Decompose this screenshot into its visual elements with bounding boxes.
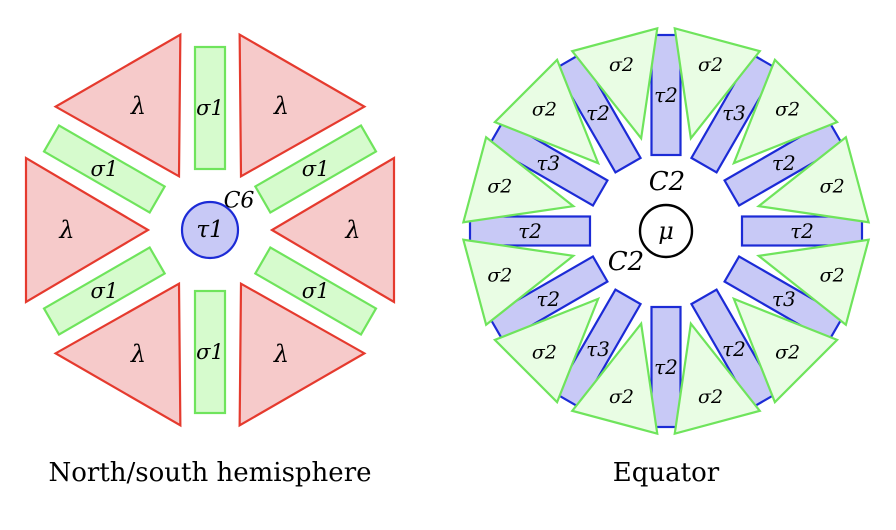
tau1-circle bbox=[180, 200, 240, 260]
sigma2-label: σ2 bbox=[487, 175, 512, 197]
c2-axis-label-left: C2 bbox=[608, 247, 644, 277]
lambda-triangle bbox=[53, 32, 182, 179]
tau-label: τ2 bbox=[586, 101, 610, 125]
sigma2-label: σ2 bbox=[609, 54, 634, 76]
sigma1-bar bbox=[42, 246, 167, 336]
lambda-label: λ bbox=[273, 340, 289, 368]
lambda-triangle bbox=[238, 32, 367, 179]
sigma2-triangle bbox=[570, 26, 659, 141]
sigma2-label: σ2 bbox=[820, 265, 845, 287]
tau-bar bbox=[689, 52, 779, 174]
lambda-triangle bbox=[24, 156, 151, 304]
sigma2-triangle bbox=[492, 296, 601, 405]
tau-label: τ2 bbox=[790, 219, 814, 243]
sigma2-triangle bbox=[731, 296, 840, 405]
sigma1-bar bbox=[253, 246, 378, 336]
lambda-triangle bbox=[269, 156, 396, 304]
tau-bar bbox=[740, 215, 864, 247]
sigma2-label: σ2 bbox=[775, 342, 800, 364]
lambda-triangle bbox=[238, 281, 367, 428]
right-caption: Equator bbox=[613, 458, 720, 488]
c6-axis-label: C6 bbox=[224, 189, 255, 214]
lambda-label: λ bbox=[344, 216, 360, 244]
tau-label: τ3 bbox=[722, 101, 746, 125]
sigma1-bar bbox=[193, 45, 227, 171]
mu-label: μ bbox=[658, 217, 674, 245]
sigma2-triangle bbox=[461, 238, 576, 327]
sigma1-label: σ1 bbox=[302, 157, 330, 181]
sigma1-bar bbox=[253, 124, 378, 214]
sigma2-triangle bbox=[492, 57, 601, 166]
tau-bar bbox=[723, 118, 845, 208]
tau1-label: τ1 bbox=[196, 217, 223, 243]
lambda-label: λ bbox=[273, 92, 289, 120]
tau-label: τ2 bbox=[518, 219, 542, 243]
sigma2-triangle bbox=[731, 57, 840, 166]
sigma2-triangle bbox=[461, 135, 576, 224]
sigma2-label: σ2 bbox=[487, 265, 512, 287]
tau-bar bbox=[487, 118, 609, 208]
sigma2-triangle bbox=[570, 321, 659, 436]
sigma2-label: σ2 bbox=[698, 54, 723, 76]
sigma2-label: σ2 bbox=[532, 98, 557, 120]
c2-axis-label-top: C2 bbox=[649, 167, 685, 197]
lambda-label: λ bbox=[58, 216, 74, 244]
sigma2-triangle bbox=[673, 26, 762, 141]
sigma1-bar bbox=[193, 289, 227, 415]
tau-bar bbox=[650, 305, 682, 429]
tau-bar bbox=[689, 288, 779, 410]
tau-label: τ3 bbox=[586, 337, 610, 361]
tau-label: τ2 bbox=[536, 287, 560, 311]
sigma1-label: σ1 bbox=[196, 96, 224, 120]
sigma1-label: σ1 bbox=[90, 157, 118, 181]
sigma1-label: σ1 bbox=[90, 279, 118, 303]
tau-bar bbox=[468, 215, 592, 247]
sigma2-label: σ2 bbox=[820, 175, 845, 197]
sigma2-label: σ2 bbox=[532, 342, 557, 364]
tau-label: τ2 bbox=[772, 151, 796, 175]
sigma1-label: σ1 bbox=[302, 279, 330, 303]
lambda-label: λ bbox=[130, 340, 146, 368]
tau-bar bbox=[723, 254, 845, 344]
left-caption: North/south hemisphere bbox=[48, 458, 371, 488]
sigma2-triangle bbox=[756, 238, 871, 327]
sigma2-triangle bbox=[756, 135, 871, 224]
sigma1-bar bbox=[42, 124, 167, 214]
mu-circle bbox=[638, 203, 694, 259]
lambda-label: λ bbox=[130, 92, 146, 120]
tau-bar bbox=[487, 254, 609, 344]
sigma2-label: σ2 bbox=[775, 98, 800, 120]
tau-label: τ2 bbox=[654, 355, 678, 379]
tau-bar bbox=[650, 33, 682, 157]
tau-label: τ3 bbox=[772, 287, 796, 311]
tau-label: τ2 bbox=[654, 83, 678, 107]
tau-bar bbox=[553, 288, 643, 410]
sigma1-label: σ1 bbox=[196, 340, 224, 364]
lambda-triangle bbox=[53, 281, 182, 428]
tau-label: τ3 bbox=[536, 151, 560, 175]
sigma2-label: σ2 bbox=[609, 386, 634, 408]
tau-label: τ2 bbox=[722, 337, 746, 361]
tau-bar bbox=[553, 52, 643, 174]
sigma2-label: σ2 bbox=[698, 386, 723, 408]
sigma2-triangle bbox=[673, 321, 762, 436]
